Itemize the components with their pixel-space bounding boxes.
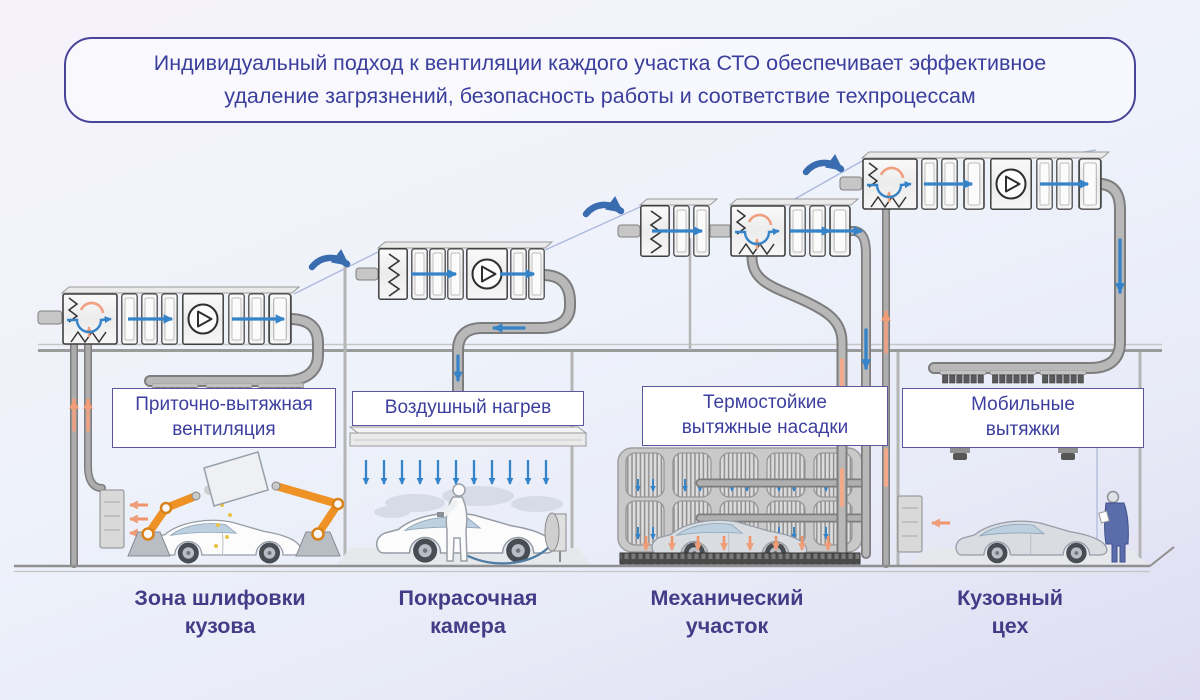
- laminar-airflow-arrows: [362, 460, 550, 485]
- fresh-air-intake-arrows: [308, 154, 845, 271]
- header-banner: Индивидуальный подход к вентиляции каждо…: [64, 37, 1136, 123]
- callout-mobile-exhausts: Мобильные вытяжки: [902, 388, 1144, 449]
- zone-title-bodyshop: Кузовный цех: [957, 586, 1063, 639]
- zone-title-mechanical: Механический участок: [650, 586, 804, 639]
- ahu-mobile-exhaust-unit: [839, 151, 1111, 210]
- spray-gun: [437, 512, 444, 517]
- ahu-supply-exhaust-unit: [37, 286, 301, 345]
- supply-diffuser: [940, 370, 986, 384]
- zone1-ducts: [68, 313, 324, 568]
- paint-booth-plenum: [348, 426, 588, 447]
- ceiling-line: [38, 343, 1162, 352]
- zone4-scene: [897, 442, 1129, 564]
- worker-figure: [1098, 490, 1129, 563]
- ahu-heat-recovery-unit: [728, 198, 864, 257]
- zone2-duct: [452, 269, 576, 404]
- floor-suction-arrows: [642, 536, 832, 551]
- floor-exhaust-grille: [619, 552, 861, 565]
- callout-supply-exhaust-ventilation: Приточно-вытяжная вентиляция: [112, 388, 336, 449]
- zone1-scene: [99, 451, 345, 565]
- zone3-scene: [619, 519, 861, 565]
- wall-exhaust-grille: [99, 489, 125, 549]
- mobile-fan-unit: [544, 512, 567, 562]
- ahu-air-heating-unit: [355, 241, 554, 300]
- clipboard: [1098, 510, 1110, 524]
- floor-line: [14, 546, 1175, 573]
- zone2-scene: [374, 483, 567, 565]
- zone-title-paint-booth: Покрасочная камера: [398, 586, 538, 639]
- wall-exhaust-grille: [897, 495, 923, 553]
- callout-air-heating: Воздушный нагрев: [352, 391, 584, 427]
- robot-arm-right: [271, 481, 345, 557]
- car-sanding: [145, 519, 302, 565]
- zone-title-sanding: Зона шлифовки кузова: [134, 586, 306, 639]
- paint-mist: [374, 486, 563, 518]
- ahu-exhaust-filter-unit: [617, 198, 731, 257]
- body-panel: [203, 451, 269, 507]
- supply-diffuser: [990, 370, 1036, 384]
- painter-figure: [437, 483, 549, 565]
- robot-arm-left: [127, 491, 201, 557]
- supply-diffuser: [1040, 370, 1086, 384]
- callout-heat-resistant-nozzles: Термостойкие вытяжные насадки: [642, 386, 888, 447]
